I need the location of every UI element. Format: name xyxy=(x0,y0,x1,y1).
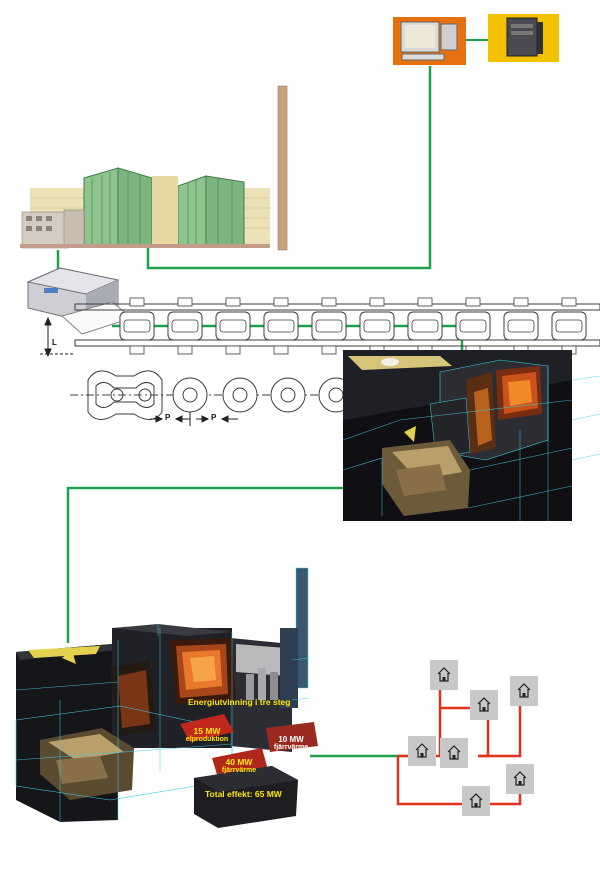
chain-dimension-l-label: L xyxy=(52,338,57,347)
chain-link xyxy=(119,297,155,355)
house-icon xyxy=(430,660,458,690)
district-heat-1-value: 10 MW xyxy=(278,735,304,744)
house-icon xyxy=(470,690,498,720)
electricity-output: 15 MW elproduktion xyxy=(179,727,235,743)
chain-roller xyxy=(222,377,258,413)
total-output: Total effekt: 65 MW xyxy=(205,789,282,799)
house-icon xyxy=(510,676,538,706)
chain-link xyxy=(311,297,347,355)
district-heat-output-2: 40 MW fjärrvärme xyxy=(212,758,266,774)
power-plant-building xyxy=(20,85,288,251)
chain-roller xyxy=(270,377,306,413)
server-icon xyxy=(488,14,559,62)
electricity-value: 15 MW xyxy=(193,726,221,736)
district-heat-1-label: fjärrvärme xyxy=(273,744,309,752)
chain-link xyxy=(167,297,203,355)
chain-dimension-p xyxy=(150,412,238,426)
house-icon xyxy=(408,736,436,766)
furnace-closeup xyxy=(342,350,600,521)
district-heat-2-value: 40 MW xyxy=(225,757,253,767)
chain-link xyxy=(263,297,299,355)
chain-dimension-p1-label: P xyxy=(165,413,171,422)
district-heat-output-1: 10 MW fjärrvärme xyxy=(266,735,316,752)
chain-link xyxy=(551,297,587,355)
house-icon xyxy=(462,786,490,816)
energy-title: Energiutvinning i tre steg xyxy=(188,697,291,707)
chain-link xyxy=(215,297,251,355)
chain-dimension-l xyxy=(40,316,75,358)
house-icon xyxy=(440,738,468,768)
district-heat-2-label: fjärrvärme xyxy=(221,766,257,774)
printer-icon xyxy=(26,267,134,335)
workstation-icon xyxy=(393,17,466,65)
plant-cutaway xyxy=(15,567,318,828)
house-icon xyxy=(506,764,534,794)
electricity-label: elproduktion xyxy=(185,735,229,743)
houses xyxy=(408,660,538,816)
chain-dimension-p2-label: P xyxy=(211,413,217,422)
chain-roller xyxy=(172,377,208,413)
